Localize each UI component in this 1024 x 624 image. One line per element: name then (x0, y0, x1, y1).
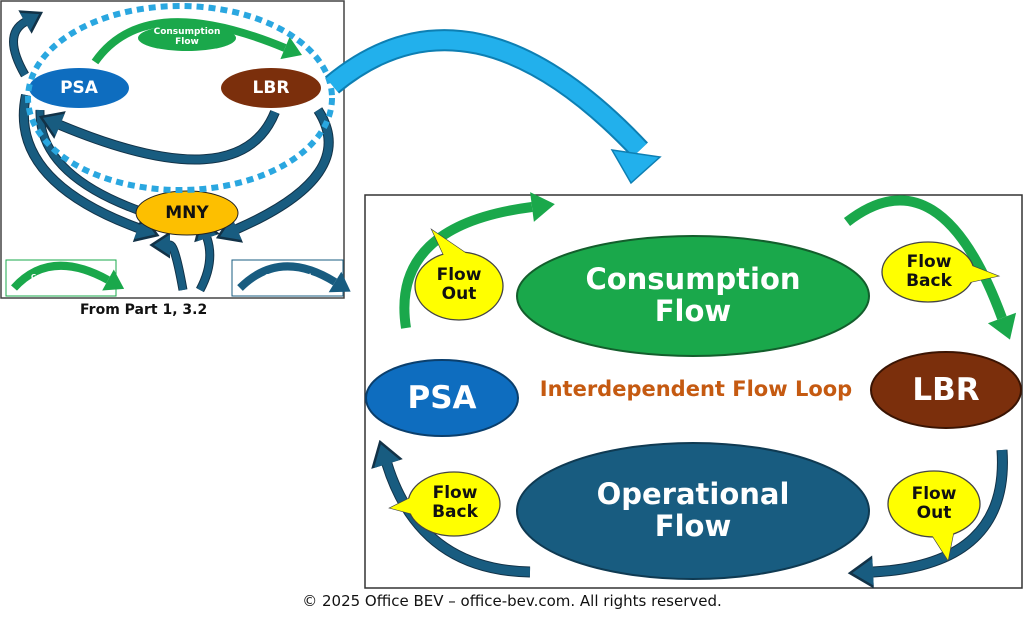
operational-flow-node (516, 442, 870, 580)
callout-flow-out-bottom-label: Flow Out (911, 484, 957, 523)
inset-arrow-mny-down (196, 236, 214, 292)
inset-arrow-mny-up (168, 241, 187, 291)
inset-lbr-label: LBR (252, 77, 290, 98)
inset-psa-node (29, 68, 129, 108)
inset-arrow-mny-up-head (153, 234, 170, 256)
arrow-operational-to-psa-head (374, 444, 400, 469)
legend-operational-label: Operational Flow (264, 273, 312, 289)
inset-arrow-psa-to-lbr (91, 18, 287, 65)
inset-arrow-psa-to-lbr-head (280, 36, 302, 60)
arrow-psa-to-consumption (399, 202, 533, 329)
inset-highlight-dotted-ellipse (25, 3, 335, 193)
big-connector-arrow-head (610, 149, 662, 185)
consumption-flow-node (516, 235, 870, 357)
inset-psa-label: PSA (60, 77, 98, 98)
big-connector-arrow (326, 31, 647, 157)
interdependent-flow-loop-label: Interdependent Flow Loop (539, 377, 853, 402)
callout-flow-out-top-label: Flow Out (436, 265, 482, 304)
inset-arrow-psa-to-mny-outer (19, 94, 140, 232)
inset-mny-label: MNY (165, 202, 209, 223)
inset-arrow-top-left-loop-head (19, 12, 40, 32)
callout-flow-back-top-tail-fill (962, 262, 998, 284)
inset-consumption-flow-pill (138, 25, 236, 51)
legend-consumption-arrow (11, 261, 110, 291)
legend-operational-arrow (237, 262, 338, 291)
inset-arrow-psa-to-mny-outer-head (133, 216, 156, 240)
consumption-flow-label: Consumption Flow (585, 262, 801, 328)
lbr-label: LBR (912, 371, 980, 408)
psa-label: PSA (407, 379, 477, 416)
legend-consumption-arrow-head (102, 269, 125, 291)
callout-flow-out-bottom-tail-fill (930, 530, 954, 560)
inset-caption: From Part 1, 3.2 (80, 302, 208, 318)
callout-flow-out-top-tail-fill (432, 230, 470, 260)
lbr-node (870, 351, 1022, 429)
arrow-lbr-to-operational (872, 449, 1007, 577)
arrow-operational-to-psa (382, 462, 531, 577)
inset-arrow-lbr-to-psa (58, 110, 279, 164)
legend-consumption-label: Consumption Flow (31, 273, 83, 289)
copyright-footer: © 2025 Office BEV – office-bev.com. All … (302, 592, 722, 610)
inset-arrow-lbr-to-mny-head (220, 218, 242, 240)
inset-mny-node (135, 190, 239, 236)
inset-arrow-lbr-to-psa-head (43, 113, 65, 137)
arrow-lbr-to-operational-head (852, 558, 874, 586)
inset-lbr-node (221, 68, 321, 108)
callout-flow-back-bottom-tail-fill (390, 494, 420, 516)
psa-node (365, 359, 519, 437)
inset-consumption-flow-label: Consumption Flow (153, 27, 221, 47)
callout-flow-back-bottom-label: Flow Back (432, 483, 478, 522)
arrow-consumption-to-lbr-head (987, 312, 1017, 340)
callout-flow-back-top-label: Flow Back (906, 252, 952, 291)
arrow-psa-to-consumption-head (530, 192, 555, 222)
inset-arrow-psa-to-mny-inner (36, 109, 145, 216)
inset-arrow-top-left-loop (10, 18, 29, 77)
legend-operational-arrow-head (328, 271, 351, 293)
operational-flow-label: Operational Flow (596, 477, 790, 543)
